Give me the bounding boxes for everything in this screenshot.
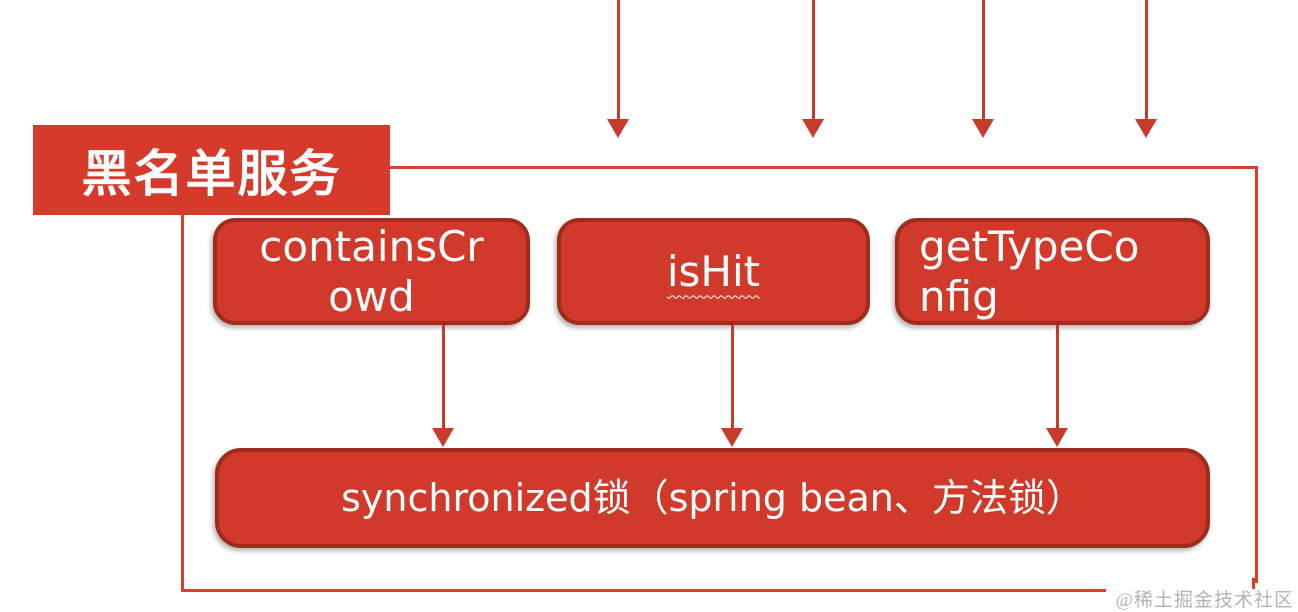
arrow-down-icon <box>1045 325 1069 447</box>
arrow-down-icon <box>1134 0 1158 138</box>
arrow-down-icon <box>801 0 825 138</box>
method-box-gettypeconfig: getTypeCo nfig <box>895 218 1210 325</box>
method-label: containsCr owd <box>259 221 484 321</box>
lock-label: synchronized锁（spring bean、方法锁） <box>341 475 1084 520</box>
arrow-down-icon <box>971 0 995 138</box>
watermark: @稀土掘金技术社区 <box>1105 583 1298 612</box>
lock-box: synchronized锁（spring bean、方法锁） <box>215 448 1210 548</box>
service-boundary-box <box>181 166 1258 592</box>
method-box-containscrowd: containsCr owd <box>213 218 530 325</box>
boundary-border-tail <box>1252 578 1255 589</box>
method-label: getTypeCo nfig <box>919 221 1140 321</box>
method-label: isHit <box>666 246 761 296</box>
arrow-down-icon <box>720 325 744 447</box>
arrow-down-icon <box>606 0 630 138</box>
arrow-down-icon <box>431 325 455 447</box>
watermark-text: @稀土掘金技术社区 <box>1115 590 1294 611</box>
method-box-ishit: isHit <box>557 218 870 325</box>
service-title-label: 黑名单服务 <box>33 125 390 215</box>
service-title-text: 黑名单服务 <box>81 145 342 203</box>
